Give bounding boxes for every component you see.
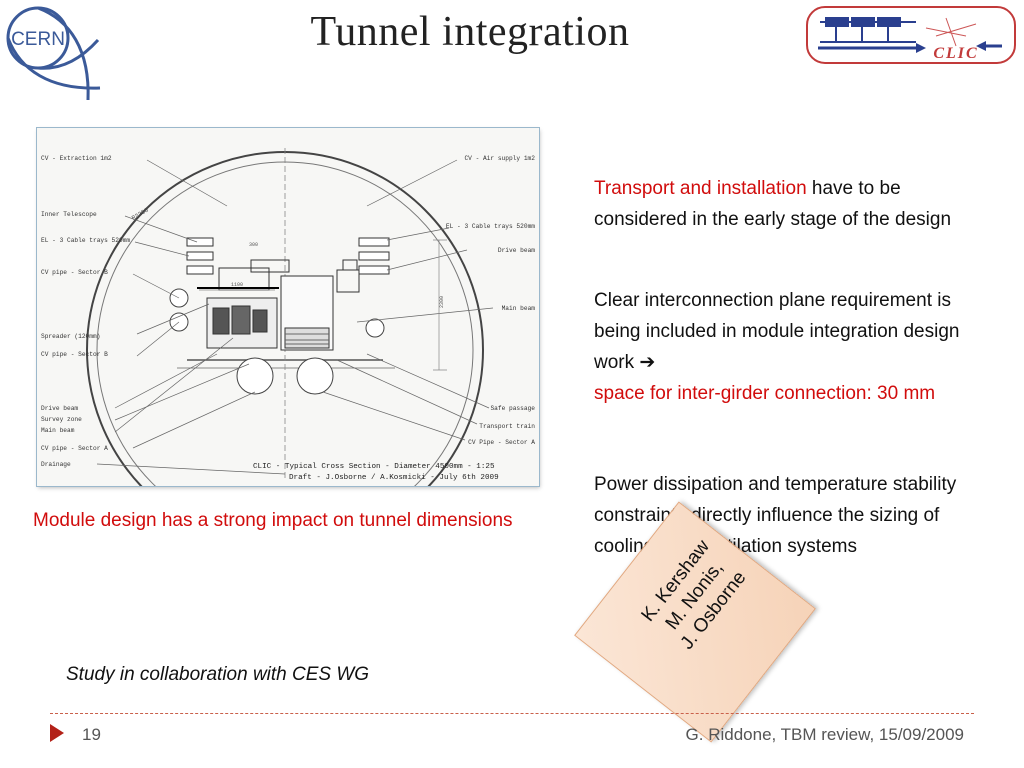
clic-logo-text: CLIC [933,45,978,62]
tunnel-cross-section-figure: 1100 300 2300 R2250 CV - Extraction 1m2 … [37,128,539,549]
footer-divider [50,713,974,714]
label-survey-zone: Survey zone [41,416,82,423]
transport-rest: have to be considered in the early stage… [594,178,952,230]
label-cv-pipe-b-1: CV pipe - Sector B [41,269,108,276]
label-cv-extraction: CV - Extraction 1m2 [41,155,112,162]
dim-label: 300 [249,242,258,248]
label-safe-passage: Safe passage [490,405,535,412]
cern-logo: CERN [0,0,106,106]
page-number: 19 [82,725,101,744]
dim-label: 1100 [231,282,243,288]
radius-label: R2250 [131,206,150,221]
label-el-cable-trays-right: EL - 3 Cable trays 520mm [446,223,535,230]
right-arrow-icon: ➔ [639,352,656,373]
label-cv-air-supply: CV - Air supply 1m2 [464,155,535,162]
label-drive-beam-right: Drive beam [498,247,535,254]
interconnection-highlight: space for inter-girder connection: 30 mm [594,383,936,404]
label-spreader: Spreader (120mm) [41,333,100,340]
clic-logo: CLIC [806,6,1016,64]
paragraph-interconnection: Clear interconnection plane requirement … [594,285,994,409]
label-transport-train: Transport train [479,423,535,430]
figure-caption: Module design has a strong impact on tun… [33,510,513,531]
label-cv-pipe-a-right: CV Pipe - Sector A [468,439,535,446]
label-el-cable-trays-left: EL - 3 Cable trays 520mm [41,237,130,244]
cern-logo-text: CERN [11,29,65,50]
label-drainage: Drainage [41,461,71,468]
interconnection-text: Clear interconnection plane requirement … [594,290,960,373]
label-inner-telescope: Inner Telescope [41,211,97,218]
label-drive-beam-left: Drive beam [41,405,78,412]
slide-title: Tunnel integration [310,9,630,55]
transport-highlight: Transport and installation [594,178,807,199]
paragraph-transport: Transport and installation have to be co… [594,173,994,235]
label-main-beam-left: Main beam [41,427,75,434]
footer-author-date: G. Riddone, TBM review, 15/09/2009 [685,725,964,744]
label-cv-pipe-b-2: CV pipe - Sector B [41,351,108,358]
dim-label: 2300 [439,296,445,308]
figure-title-block-line1: CLIC - Typical Cross Section - Diameter … [253,463,495,471]
figure-title-block-line2: Draft - J.Osborne / A.Kosmicki - July 6t… [289,474,499,482]
label-cv-pipe-a-left: CV pipe - Sector A [41,445,108,452]
footer-arrow-icon [50,724,64,742]
study-note: Study in collaboration with CES WG [66,664,370,685]
label-main-beam-right: Main beam [502,305,536,312]
